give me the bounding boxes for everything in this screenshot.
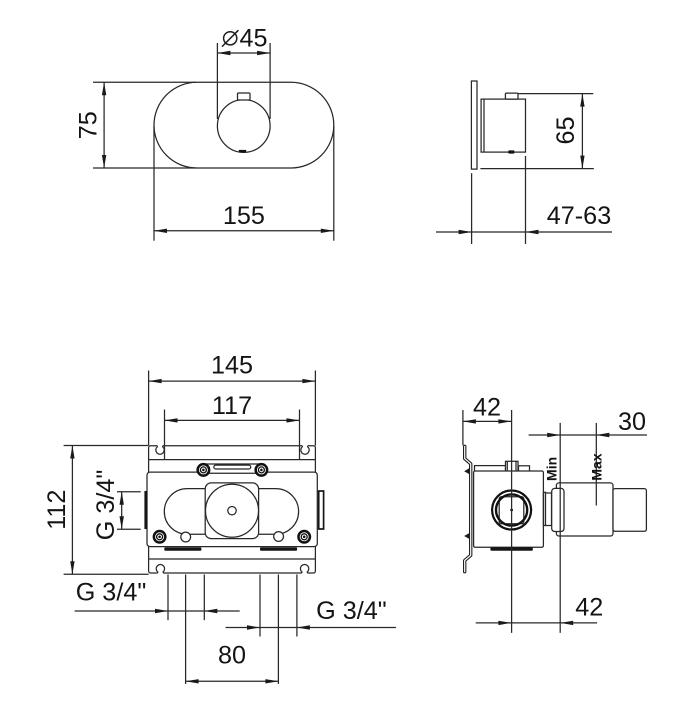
svg-text:80: 80 xyxy=(218,642,246,670)
svg-text:42: 42 xyxy=(575,594,603,622)
svg-text:Max: Max xyxy=(589,453,605,480)
svg-text:42: 42 xyxy=(473,394,501,422)
svg-text:47-63: 47-63 xyxy=(547,202,611,230)
svg-text:75: 75 xyxy=(75,111,103,139)
svg-text:30: 30 xyxy=(618,408,646,436)
svg-text:G 3/4": G 3/4" xyxy=(76,579,147,607)
svg-text:155: 155 xyxy=(223,202,265,230)
svg-text:G 3/4": G 3/4" xyxy=(92,470,120,541)
svg-text:Min: Min xyxy=(544,457,560,481)
svg-text:112: 112 xyxy=(43,490,71,530)
svg-text:45: 45 xyxy=(240,25,268,53)
svg-text:G 3/4": G 3/4" xyxy=(316,597,387,625)
svg-text:117: 117 xyxy=(212,392,252,420)
svg-text:65: 65 xyxy=(552,116,580,144)
svg-text:145: 145 xyxy=(211,352,253,380)
